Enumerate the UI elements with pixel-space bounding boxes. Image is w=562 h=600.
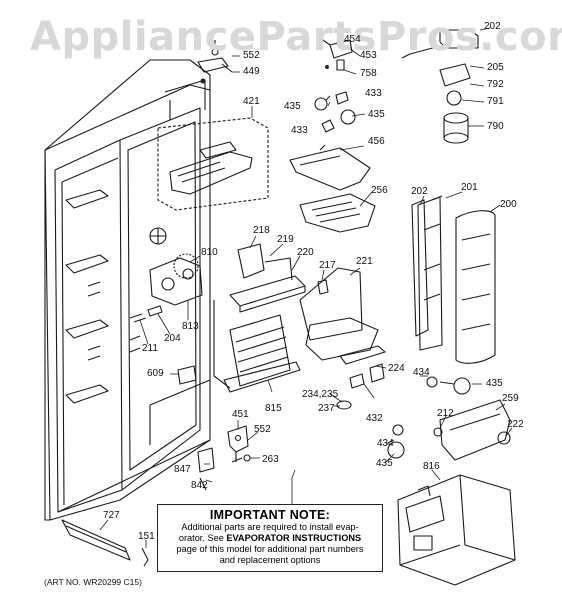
callout-434-lower: 434 — [377, 438, 394, 449]
art-number-caption: (ART NO. WR20299 C15) — [44, 577, 142, 587]
callout-434-upper: 434 — [413, 367, 430, 378]
important-note-title: IMPORTANT NOTE: — [209, 508, 331, 522]
callout-435-lower: 435 — [376, 458, 393, 469]
bottom-grille — [61, 519, 149, 567]
door-liner-strips — [411, 195, 496, 364]
air-duct-assembly — [157, 117, 269, 211]
evaporator-coil — [209, 300, 301, 393]
callout-432: 432 — [366, 413, 383, 424]
callout-219: 219 — [277, 234, 294, 245]
watermark-text: AppliancePartsPros.com — [30, 14, 562, 60]
callout-552-lower: 552 — [254, 424, 271, 435]
heater-components — [336, 363, 385, 410]
callout-202-top: 202 — [484, 21, 501, 32]
callout-435-right: 435 — [368, 109, 385, 120]
callout-449: 449 — [243, 66, 260, 77]
callout-791: 791 — [487, 96, 504, 107]
defrost-thermostat — [177, 365, 197, 385]
callout-204: 204 — [164, 333, 181, 344]
callout-220: 220 — [297, 247, 314, 258]
callout-847: 847 — [174, 464, 191, 475]
callout-792: 792 — [487, 79, 504, 90]
evaporator-bracket — [229, 243, 306, 313]
ice-dispenser-housing — [397, 474, 516, 586]
callout-433-upper: 433 — [365, 88, 382, 99]
callout-451: 451 — [232, 409, 249, 420]
callout-237: 237 — [318, 403, 335, 414]
callout-433-lower: 433 — [291, 125, 308, 136]
light-cover — [289, 144, 371, 191]
important-note-line-1: Additional parts are required to install… — [181, 522, 359, 532]
callout-727: 727 — [103, 510, 120, 521]
callout-453: 453 — [360, 50, 377, 61]
callout-217: 217 — [319, 260, 336, 271]
callout-790: 790 — [487, 121, 504, 132]
callout-435-left: 435 — [284, 101, 301, 112]
callout-218: 218 — [253, 225, 270, 236]
callout-234-235: 234,235 — [302, 389, 339, 400]
callout-815: 815 — [265, 403, 282, 414]
callout-205: 205 — [487, 62, 504, 73]
callout-259: 259 — [502, 393, 519, 404]
callout-609: 609 — [147, 368, 164, 379]
important-note-line-2: orator. See EVAPORATOR INSTRUCTIONS — [158, 533, 382, 544]
callout-211: 211 — [142, 343, 158, 354]
evaporator-fan-assembly — [149, 227, 203, 306]
callout-151: 151 — [138, 531, 155, 542]
top-hinge-assembly — [197, 40, 233, 73]
callout-421: 421 — [243, 96, 260, 107]
callout-221: 221 — [356, 256, 373, 267]
callout-454: 454 — [344, 34, 361, 45]
callout-552-top: 552 — [243, 50, 260, 61]
important-note-line-4: and replacement options — [219, 555, 321, 565]
light-socket-assembly — [314, 37, 356, 133]
callout-202-right: 202 — [411, 186, 428, 197]
evaporator-cover — [299, 267, 386, 365]
callout-201: 201 — [461, 182, 478, 193]
callout-200: 200 — [500, 199, 517, 210]
callout-224: 224 — [388, 363, 405, 374]
important-note-line-3: page of this model for additional part n… — [176, 544, 364, 554]
fan-mount-screws — [129, 305, 163, 323]
light-bulbs-right — [387, 376, 471, 459]
callout-222: 222 — [507, 419, 524, 430]
callout-813: 813 — [182, 321, 199, 332]
callout-263: 263 — [262, 454, 279, 465]
callout-842: 842 — [191, 480, 208, 491]
callout-435-upper-right: 435 — [486, 378, 503, 389]
freezer-cabinet-liner — [44, 59, 211, 521]
callout-212: 212 — [437, 408, 454, 419]
callout-810: 810 — [201, 247, 218, 258]
evaporator-instructions-emphasis: EVAPORATOR INSTRUCTIONS — [226, 533, 362, 543]
important-note-box: IMPORTANT NOTE: Additional parts are req… — [157, 504, 383, 572]
callout-456: 456 — [368, 136, 385, 147]
leader-lines — [99, 27, 513, 548]
water-valve-assembly — [401, 29, 479, 144]
callout-816: 816 — [423, 461, 440, 472]
callout-256: 256 — [371, 185, 388, 196]
crisper-pan-cover — [299, 193, 376, 233]
important-note-line-2-text: orator. See — [178, 533, 227, 543]
callout-758: 758 — [360, 68, 377, 79]
light-housing — [433, 399, 511, 461]
